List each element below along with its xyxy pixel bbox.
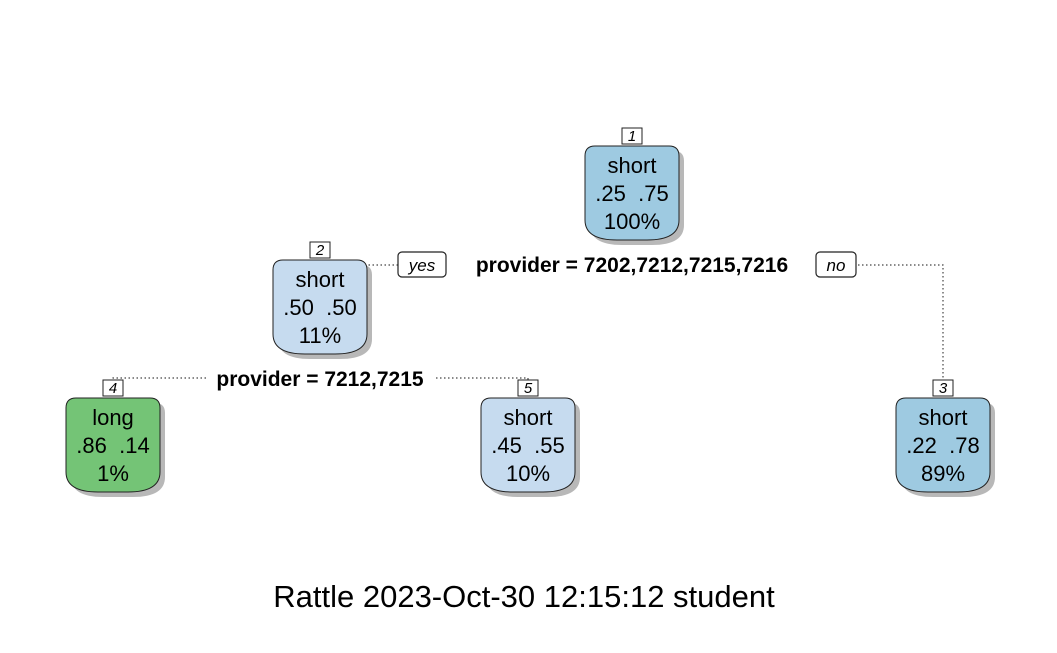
node-class-label: short (919, 405, 968, 430)
tree-node-5: 5 short .45 .55 10% (480, 379, 580, 497)
node-box (65, 397, 161, 493)
tree-node-4: 4 long .86 .14 1% (65, 379, 165, 497)
tree-node-2: 2 short .50 .50 11% (272, 241, 372, 359)
node-percentage: 1% (97, 461, 129, 486)
node-number-tag (621, 127, 643, 145)
node-probabilities: .50 .50 (283, 295, 356, 320)
edge-2-to-5 (436, 377, 529, 380)
node-box (480, 397, 576, 493)
no-tag-label: no (827, 256, 846, 275)
edge-2-to-4 (112, 377, 206, 380)
node-percentage: 10% (506, 461, 550, 486)
node-class-label: short (296, 267, 345, 292)
node-number-tag (102, 379, 124, 397)
split-node-2-label: provider = 7212,7215 (216, 368, 424, 391)
node-class-label: long (92, 405, 134, 430)
node-number-tag (309, 241, 331, 259)
node-class-label: short (608, 153, 657, 178)
node-percentage: 89% (921, 461, 965, 486)
node-percentage: 11% (299, 323, 341, 348)
yes-tag (397, 251, 447, 278)
node-number: 5 (524, 380, 533, 397)
node-number: 4 (109, 380, 117, 397)
node-number-tag (932, 379, 954, 397)
node-box (272, 259, 368, 355)
node-probabilities: .22 .78 (906, 433, 979, 458)
no-tag (815, 251, 857, 278)
node-percentage: 100% (604, 209, 660, 234)
node-probabilities: .45 .55 (491, 433, 564, 458)
node-box (584, 145, 680, 241)
node-number-tag (517, 379, 539, 397)
tree-node-3: 3 short .22 .78 89% (895, 379, 995, 497)
node-number: 3 (939, 380, 948, 397)
node-probabilities: .86 .14 (76, 433, 149, 458)
caption: Rattle 2023-Oct-30 12:15:12 student (273, 579, 775, 614)
node-probabilities: .25 .75 (595, 181, 668, 206)
node-number: 1 (628, 128, 636, 145)
node-number: 2 (315, 242, 325, 259)
split-root: yes provider = 7202,7212,7215,7216 no (397, 251, 857, 278)
edge-1-to-3 (858, 264, 944, 380)
yes-tag-label: yes (408, 256, 436, 275)
split-root-label: provider = 7202,7212,7215,7216 (476, 254, 788, 277)
tree-edges (112, 262, 944, 380)
node-box (895, 397, 991, 493)
node-class-label: short (504, 405, 553, 430)
tree-nodes: 1 short .25 .75 100% 2 short .50 .50 11% 3 short.… (65, 127, 995, 497)
tree-node-1: 1 short .25 .75 100% (584, 127, 684, 245)
edge-1-to-2 (363, 262, 398, 266)
split-node-2: provider = 7212,7215 (216, 368, 424, 391)
